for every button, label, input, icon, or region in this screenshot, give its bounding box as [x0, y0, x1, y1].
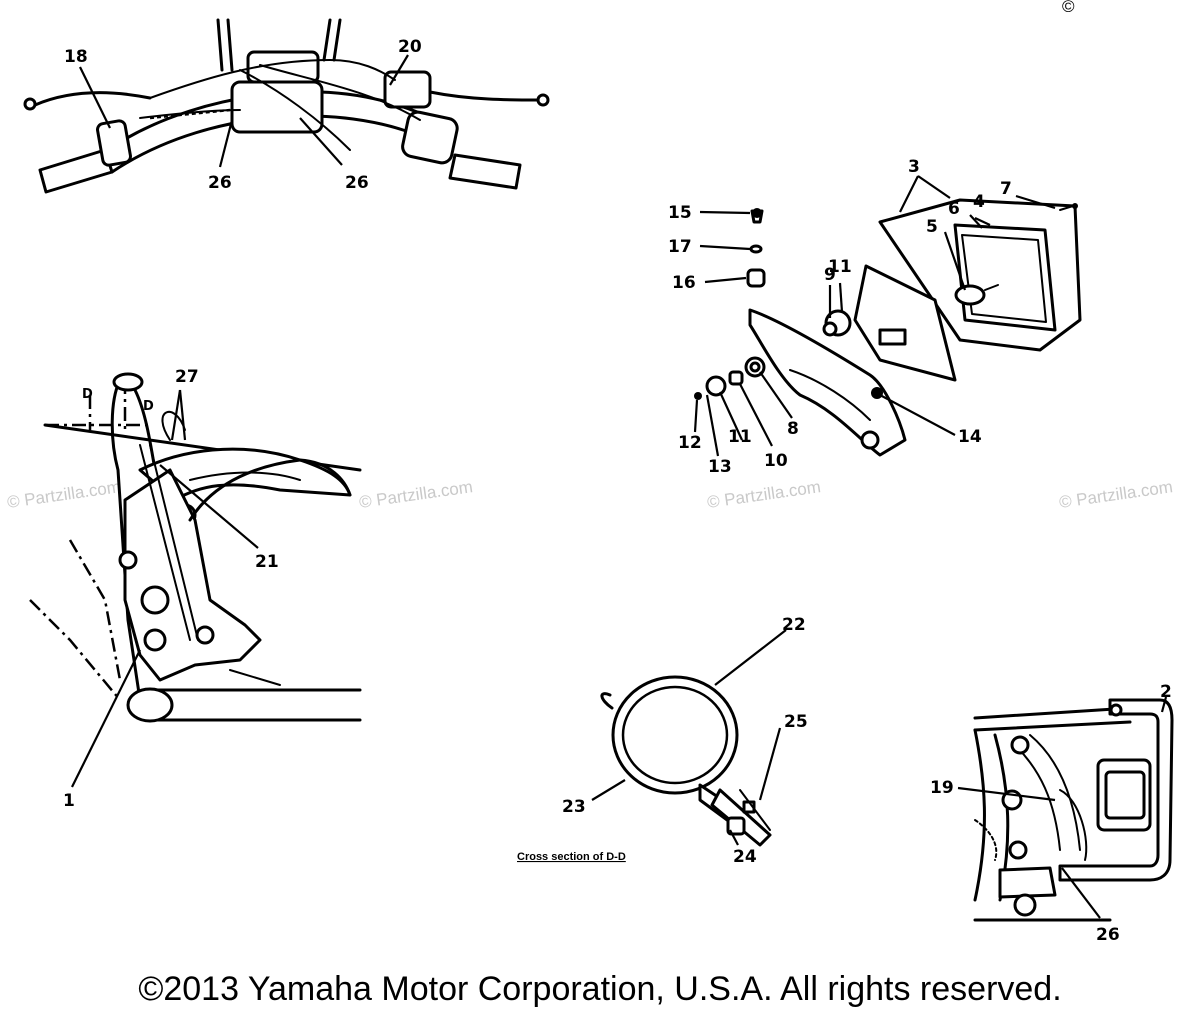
- cross-section-illustration: [600, 675, 772, 847]
- callout-13: 13: [708, 457, 732, 477]
- callout-7: 7: [1000, 179, 1012, 199]
- callout-15: 15: [668, 203, 692, 223]
- headlight-illustration: [694, 198, 1082, 457]
- callout-19: 19: [930, 778, 954, 798]
- handlebar-illustration: [23, 18, 550, 194]
- callout-11-top: 11: [828, 257, 852, 277]
- copyright-notice: ©2013 Yamaha Motor Corporation, U.S.A. A…: [138, 970, 1061, 1008]
- callout-18: 18: [64, 47, 88, 67]
- callout-d-left: D: [82, 387, 93, 402]
- callout-16: 16: [672, 273, 696, 293]
- callout-labels: 18 20 26 26 3 7 4 6 5 15 17 16 9 11 12 1…: [63, 37, 1172, 945]
- section-caption: Cross section of D-D: [517, 851, 626, 863]
- callout-25: 25: [784, 712, 808, 732]
- callout-21: 21: [255, 552, 279, 572]
- callout-10: 10: [764, 451, 788, 471]
- callout-5: 5: [926, 217, 938, 237]
- callout-23: 23: [562, 797, 586, 817]
- watermark-left: © Partzilla.com: [6, 477, 122, 512]
- callout-3: 3: [908, 157, 920, 177]
- callout-22: 22: [782, 615, 806, 635]
- frame-illustration: [29, 372, 362, 723]
- callout-17: 17: [668, 237, 692, 257]
- callout-27: 27: [175, 367, 199, 387]
- callout-26-center: 26: [345, 173, 369, 193]
- callout-2: 2: [1160, 682, 1172, 702]
- callout-11-bottom: 11: [728, 427, 752, 447]
- callout-4: 4: [973, 192, 985, 212]
- callout-6: 6: [948, 199, 960, 219]
- callout-9: 9: [824, 265, 836, 285]
- callout-12: 12: [678, 433, 702, 453]
- callout-14: 14: [958, 427, 982, 447]
- watermark-center-right: © Partzilla.com: [706, 477, 822, 512]
- callout-26-right: 26: [1096, 925, 1120, 945]
- callout-20: 20: [398, 37, 422, 57]
- watermark-corner: ©: [1062, 0, 1075, 16]
- callout-24: 24: [733, 847, 757, 867]
- watermark-right: © Partzilla.com: [1058, 477, 1174, 512]
- callout-8-bottom: 8: [787, 419, 799, 439]
- watermark-center: © Partzilla.com: [358, 477, 474, 512]
- guard-illustration: [973, 698, 1174, 922]
- callout-1: 1: [63, 791, 75, 811]
- callout-26-left: 26: [208, 173, 232, 193]
- callout-d-right: D: [143, 399, 154, 414]
- leader-lines: [71, 54, 1168, 919]
